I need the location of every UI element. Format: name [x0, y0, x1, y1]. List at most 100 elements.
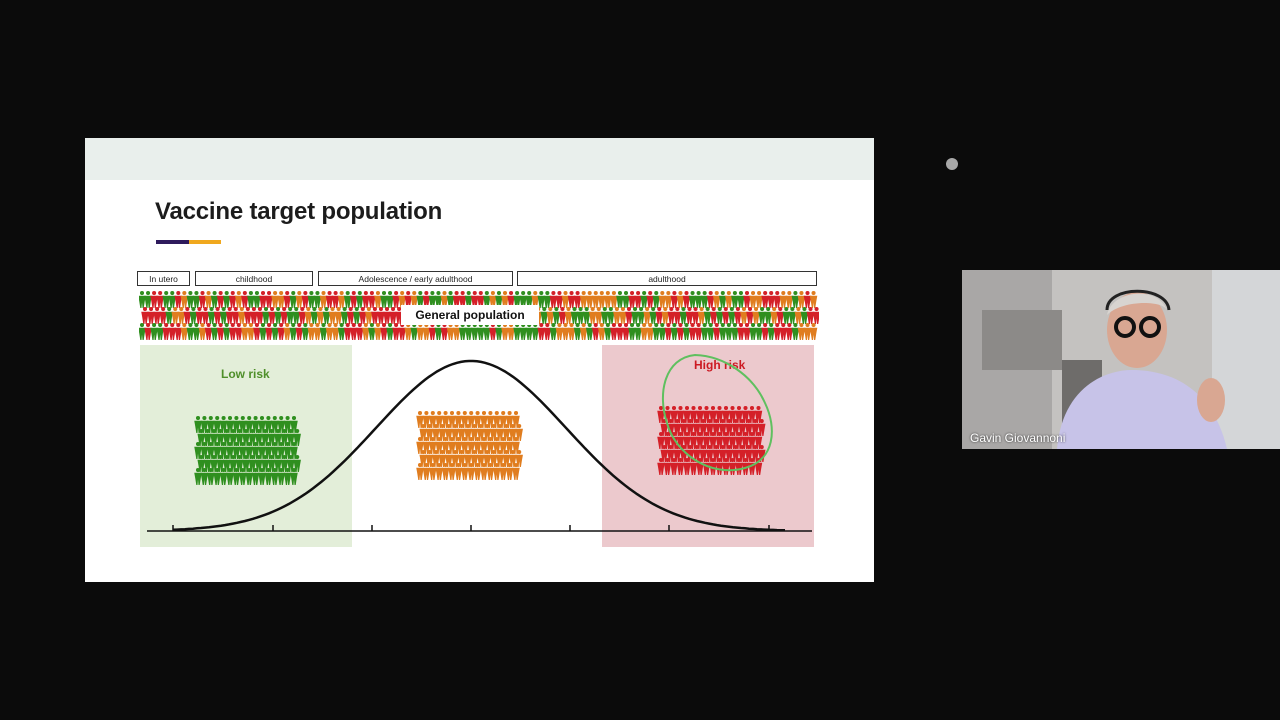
person-figure — [785, 291, 794, 308]
person-figure — [422, 463, 431, 480]
person-figure — [153, 307, 161, 324]
person-figure — [543, 323, 552, 340]
person-figure — [791, 323, 800, 340]
person-figure — [737, 291, 745, 308]
person-figure — [725, 323, 733, 340]
person-figure — [576, 307, 585, 324]
person-figure — [728, 307, 736, 324]
screen-share-area: Vaccine target population In utero child… — [85, 138, 958, 582]
person-figure — [682, 323, 691, 340]
person-figure — [537, 323, 546, 340]
person-figure — [631, 307, 639, 324]
person-figure — [483, 291, 491, 308]
person-figure — [356, 323, 364, 340]
person-figure — [301, 323, 310, 340]
person-figure — [743, 291, 751, 308]
person-figure — [749, 291, 757, 308]
bell-curve — [172, 359, 786, 532]
person-figure — [643, 307, 651, 324]
person-figure — [601, 307, 609, 324]
person-figure — [697, 307, 706, 324]
person-figure — [229, 291, 237, 308]
person-figure — [637, 307, 645, 324]
person-figure — [313, 291, 322, 308]
low-risk-zone — [140, 345, 352, 547]
title-underline-orange — [189, 240, 221, 244]
person-figure — [809, 291, 818, 308]
person-figure — [139, 323, 146, 340]
person-figure — [806, 307, 815, 324]
person-figure — [588, 307, 597, 324]
person-figure — [177, 307, 186, 324]
person-figure — [782, 307, 791, 324]
low-risk-label: Low risk — [221, 367, 270, 381]
person-figure — [174, 291, 183, 308]
participant-video-tile[interactable]: Gavin Giovannoni — [962, 270, 1280, 449]
person-figure — [392, 323, 400, 340]
person-figure — [337, 323, 346, 340]
person-figure — [235, 323, 243, 340]
person-figure — [156, 323, 164, 340]
person-figure — [649, 307, 657, 324]
person-figure — [283, 468, 292, 485]
person-figure — [380, 323, 388, 340]
person-figure — [434, 291, 443, 308]
person-figure — [592, 323, 600, 340]
person-figure — [640, 323, 648, 340]
person-figure — [746, 307, 754, 324]
person-figure — [676, 458, 685, 475]
person-figure — [725, 291, 733, 308]
participant-name: Gavin Giovannoni — [970, 431, 1066, 445]
slide-header-band — [85, 138, 874, 180]
person-figure — [582, 307, 591, 324]
person-figure — [685, 307, 694, 324]
person-figure — [368, 291, 376, 308]
person-figure — [239, 468, 247, 485]
person-figure — [679, 307, 688, 324]
person-figure — [141, 307, 149, 324]
person-figure — [770, 307, 778, 324]
person-figure — [619, 307, 627, 324]
participant-video — [962, 270, 1280, 449]
person-figure — [290, 468, 298, 485]
person-figure — [549, 291, 558, 308]
person-figure — [271, 468, 279, 485]
person-figure — [682, 291, 691, 308]
person-figure — [150, 323, 158, 340]
person-figure — [540, 307, 549, 324]
person-figure — [512, 463, 520, 480]
person-figure — [331, 323, 340, 340]
person-figure — [162, 323, 170, 340]
person-figure — [779, 323, 788, 340]
person-figure — [652, 291, 660, 308]
person-figure — [259, 291, 267, 308]
person-figure — [198, 291, 207, 308]
person-figure — [752, 307, 760, 324]
person-figure — [722, 458, 730, 475]
person-figure — [646, 291, 654, 308]
person-figure — [144, 323, 152, 340]
age-group-in-utero: In utero — [137, 271, 190, 286]
person-figure — [253, 291, 261, 308]
person-figure — [719, 291, 727, 308]
person-figure — [616, 291, 624, 308]
person-figure — [253, 323, 261, 340]
person-figure — [313, 323, 322, 340]
person-figure — [663, 458, 672, 475]
person-figure — [473, 463, 482, 480]
person-figure — [683, 458, 691, 475]
person-figure — [688, 323, 697, 340]
person-figure — [368, 323, 376, 340]
person-figure — [180, 323, 189, 340]
person-figure — [657, 458, 665, 475]
person-figure — [416, 463, 424, 480]
person-figure — [564, 307, 573, 324]
person-figure — [797, 291, 806, 308]
person-figure — [404, 291, 412, 308]
person-figure — [613, 307, 621, 324]
person-figure — [719, 323, 727, 340]
person-figure — [219, 307, 228, 324]
person-figure — [585, 323, 594, 340]
person-figure — [809, 323, 818, 340]
person-figure — [709, 307, 718, 324]
